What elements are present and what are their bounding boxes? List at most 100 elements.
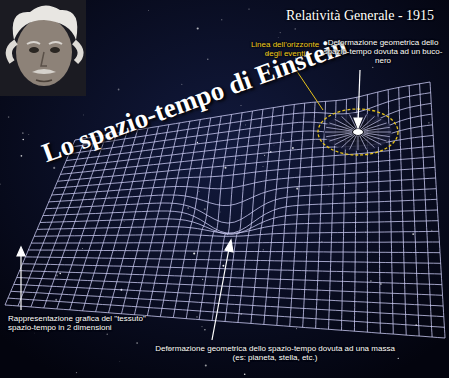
- star: [21, 155, 23, 157]
- star: [0, 184, 1, 185]
- star: [224, 167, 226, 169]
- star: [262, 166, 264, 168]
- grid-line: [34, 231, 439, 236]
- funnel-ray: [358, 136, 359, 151]
- star: [197, 27, 199, 29]
- star: [428, 122, 429, 123]
- star: [205, 365, 207, 367]
- star: [204, 208, 206, 210]
- einstein-portrait: [0, 0, 86, 96]
- grid-line: [225, 111, 253, 322]
- black-hole-label: Deformazione geometrica dello spazio-tem…: [322, 38, 444, 66]
- star: [401, 214, 403, 216]
- star: [119, 361, 121, 363]
- star: [123, 220, 125, 222]
- star: [221, 19, 222, 20]
- star: [148, 10, 150, 12]
- funnel-ray: [326, 133, 352, 137]
- star: [198, 191, 200, 193]
- star: [107, 334, 108, 335]
- star: [202, 279, 203, 280]
- funnel-ray: [325, 132, 352, 133]
- star: [283, 140, 284, 141]
- star: [197, 142, 198, 143]
- grid-line: [173, 118, 211, 318]
- star: [292, 147, 294, 149]
- grid-line: [238, 109, 263, 322]
- star: [204, 329, 206, 331]
- star: [398, 130, 399, 131]
- funnel-ray: [329, 134, 352, 141]
- funnel-ray: [360, 135, 367, 149]
- star: [380, 283, 382, 285]
- star: [240, 105, 241, 106]
- funnel-ray: [364, 127, 390, 131]
- star: [55, 299, 57, 301]
- star: [56, 274, 58, 276]
- star: [244, 373, 246, 375]
- star: [219, 211, 221, 213]
- grid-line: [5, 305, 445, 338]
- star: [273, 144, 275, 146]
- star: [82, 248, 84, 250]
- star: [187, 207, 189, 209]
- star: [370, 280, 371, 281]
- funnel-ray: [362, 135, 381, 145]
- grid-line: [52, 167, 435, 195]
- star: [76, 372, 77, 373]
- star: [412, 233, 414, 235]
- funnel-ray: [335, 119, 354, 129]
- star: [181, 84, 182, 85]
- fabric-label: Rappresentazione grafica del "tessuto" s…: [8, 314, 148, 332]
- star: [8, 116, 10, 118]
- grid-line: [25, 257, 440, 263]
- grid-line: [199, 114, 232, 319]
- funnel-ray: [335, 135, 354, 145]
- grid-line: [28, 250, 440, 253]
- star: [23, 139, 24, 140]
- star: [245, 124, 247, 126]
- grid-line: [58, 146, 434, 181]
- star: [83, 114, 85, 116]
- grid-line: [264, 106, 284, 324]
- star: [118, 89, 120, 91]
- star: [280, 32, 281, 33]
- star: [22, 132, 23, 133]
- header-label: Relatività Generale - 1915: [286, 8, 446, 24]
- star: [34, 332, 36, 334]
- horizon-label: Linea dell'orizzonte degli eventi: [248, 40, 322, 58]
- star: [196, 316, 197, 317]
- star: [236, 158, 238, 160]
- grid-line: [212, 113, 242, 321]
- mass-label: Deformazione geometrica dello spazio-tem…: [150, 344, 400, 362]
- funnel-ray: [364, 133, 390, 137]
- grid-line: [160, 120, 200, 317]
- star: [295, 28, 296, 29]
- grid-line: [251, 108, 274, 324]
- star: [264, 155, 265, 156]
- spacetime-grid: [5, 82, 445, 338]
- grid-line: [17, 278, 443, 296]
- grid-line: [316, 101, 326, 328]
- star: [277, 37, 279, 39]
- star: [222, 265, 224, 267]
- grid-line: [20, 271, 442, 285]
- star: [263, 249, 264, 250]
- grid-line: [37, 221, 438, 234]
- star: [28, 133, 30, 135]
- grid-line: [31, 242, 439, 243]
- star: [296, 188, 298, 190]
- funnel-ray: [342, 116, 356, 129]
- grid-line: [46, 189, 437, 223]
- star: [296, 328, 298, 330]
- star: [201, 326, 202, 327]
- grid-line: [55, 157, 435, 188]
- star: [248, 9, 249, 10]
- star: [372, 67, 373, 68]
- star: [193, 252, 195, 254]
- funnel-ray: [350, 135, 357, 149]
- star: [430, 194, 432, 196]
- star: [59, 273, 61, 275]
- funnel-ray: [361, 135, 375, 148]
